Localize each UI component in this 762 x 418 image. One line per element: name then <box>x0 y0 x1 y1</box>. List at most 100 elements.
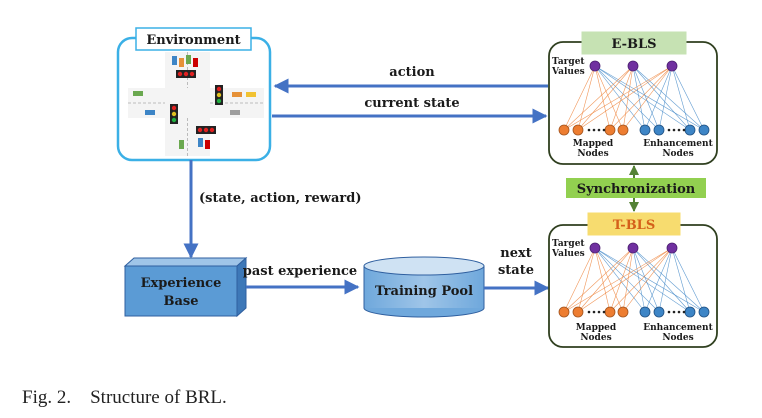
t-bls-ellipsis-dot <box>667 310 671 314</box>
e-bls-enhancement-edge <box>632 65 646 131</box>
synchronization-label: Synchronization <box>577 182 696 197</box>
next-state-label-line2: state <box>498 263 534 278</box>
e-bls-panel: E-BLS Target Values Mapped Nodes Enhance… <box>548 31 718 165</box>
figure-caption: Fig. 2. Structure of BRL. <box>22 387 227 408</box>
e-bls-enhancement-edge <box>594 65 660 131</box>
t-bls-mapped-edge <box>609 247 634 313</box>
t-bls-enhancement-node <box>684 306 696 318</box>
environment-title: Environment <box>146 33 240 48</box>
e-bls-mapped-node <box>572 124 584 136</box>
t-bls-enhancement-node <box>639 306 651 318</box>
e-bls-ellipsis-dot <box>592 128 596 132</box>
current-state-label: current state <box>364 96 459 111</box>
t-bls-enhancement-edge <box>632 247 691 313</box>
e-bls-mapped-node <box>558 124 570 136</box>
experience-base-line1: Experience <box>141 276 222 291</box>
t-bls-mapped-edge <box>577 247 673 313</box>
t-bls-ellipsis-dot <box>672 310 676 314</box>
t-bls-nodes <box>558 242 710 318</box>
state-action-reward-label: (state, action, reward) <box>199 191 362 206</box>
t-bls-enhancement-node <box>653 306 665 318</box>
training-pool-label: Training Pool <box>375 284 473 299</box>
e-bls-title-box <box>581 31 687 55</box>
e-bls-enhancement-edge <box>671 65 705 131</box>
t-bls-title: T-BLS <box>613 218 655 233</box>
experience-base-line2: Base <box>163 294 198 309</box>
e-bls-mapped-node <box>604 124 616 136</box>
e-bls-enhancement-edge <box>644 65 673 131</box>
e-bls-ellipsis-dot <box>597 128 601 132</box>
e-bls-mapped-edge <box>609 65 634 131</box>
t-bls-ellipsis-dot <box>597 310 601 314</box>
environment-title-box <box>135 27 252 51</box>
t-bls-mapped-node <box>558 306 570 318</box>
t-bls-ellipsis-dot <box>602 310 606 314</box>
e-bls-mapped-edge <box>622 65 634 131</box>
environment-box: Environment <box>116 27 272 162</box>
t-bls-enhancement-edge <box>658 247 673 313</box>
t-bls-mapped-edge <box>594 247 611 313</box>
t-bls-enhancement-edge <box>594 247 646 313</box>
e-bls-enhancement-node <box>653 124 665 136</box>
action-label: action <box>389 65 435 80</box>
e-bls-enhancement-edge <box>594 65 691 131</box>
t-bls-mapped-edge <box>622 247 673 313</box>
t-bls-target-node <box>589 242 601 254</box>
e-bls-mapped-edge <box>594 65 611 131</box>
e-bls-target-line1: Target <box>552 57 585 67</box>
t-bls-mapped-line2: Nodes <box>580 333 611 343</box>
e-bls-enhancement-node <box>698 124 710 136</box>
e-bls-title: E-BLS <box>611 37 656 52</box>
t-bls-mapped-edge <box>577 247 634 313</box>
e-bls-ellipsis-dot <box>602 128 606 132</box>
t-bls-enhancement-edge <box>644 247 673 313</box>
e-bls-ellipsis-dot <box>672 128 676 132</box>
synchronization-box <box>566 178 706 198</box>
t-bls-enhancement-edge <box>594 247 691 313</box>
t-bls-panel: T-BLS Target Values Mapped Nodes Enhance… <box>548 212 718 348</box>
e-bls-ellipsis-dot <box>667 128 671 132</box>
e-bls-nodes <box>558 60 710 136</box>
t-bls-ellipsis-dot <box>682 310 686 314</box>
e-bls-mapped-edge <box>577 65 596 131</box>
traffic-intersection-icon <box>128 52 264 156</box>
e-bls-mapped-edge <box>563 65 596 131</box>
e-bls-enhancement-node <box>639 124 651 136</box>
e-bls-mapped-line2: Nodes <box>577 149 608 159</box>
t-bls-enhancement-edge <box>632 247 705 313</box>
e-bls-enhancement-edge <box>671 65 691 131</box>
e-bls-enhancement-edge <box>632 65 691 131</box>
e-bls-enhancement-edge <box>632 65 660 131</box>
t-bls-title-box <box>587 212 681 236</box>
next-state-label-line1: next <box>500 246 531 261</box>
t-bls-ellipsis-dot <box>592 310 596 314</box>
t-bls-enh-line1: Enhancement <box>643 323 713 333</box>
e-bls-ellipsis-dot <box>587 128 591 132</box>
e-bls-mapped-line1: Mapped <box>573 139 614 149</box>
t-bls-enh-line2: Nodes <box>662 333 693 343</box>
t-bls-mapped-edge <box>594 247 624 313</box>
e-bls-mapped-edge <box>622 65 673 131</box>
t-bls-enhancement-edge <box>671 247 691 313</box>
training-pool-cylinder: Training Pool <box>363 256 485 318</box>
e-bls-mapped-edge <box>577 65 673 131</box>
past-experience-label: past experience <box>243 264 357 279</box>
e-bls-mapped-node <box>617 124 629 136</box>
e-bls-enh-line2: Nodes <box>662 149 693 159</box>
e-bls-target-node <box>627 60 639 72</box>
experience-base-box: Experience Base <box>123 256 248 318</box>
t-bls-mapped-node <box>617 306 629 318</box>
e-bls-target-node <box>589 60 601 72</box>
t-bls-mapped-node <box>604 306 616 318</box>
t-bls-target-node <box>627 242 639 254</box>
t-bls-enhancement-edge <box>594 247 660 313</box>
t-bls-enhancement-node <box>698 306 710 318</box>
e-bls-enhancement-edge <box>658 65 673 131</box>
t-bls-mapped-edge <box>609 247 673 313</box>
e-bls-ellipsis-dot <box>677 128 681 132</box>
e-bls-enhancement-node <box>684 124 696 136</box>
e-bls-mapped-edge <box>563 65 673 131</box>
e-bls-mapped-edge <box>594 65 624 131</box>
e-bls-connections <box>563 65 705 131</box>
